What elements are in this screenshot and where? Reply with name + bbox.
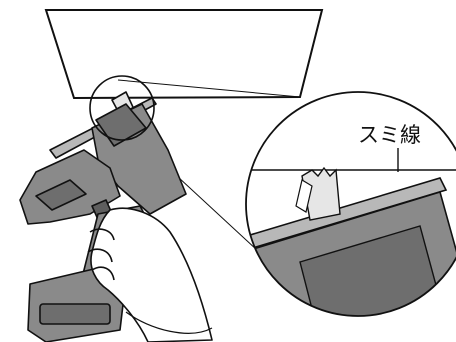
magnified-callout — [240, 90, 456, 340]
battery-label — [40, 304, 110, 324]
callout-board — [240, 90, 456, 170]
callout-label: スミ線 — [358, 123, 421, 147]
workpiece-board — [46, 10, 322, 98]
